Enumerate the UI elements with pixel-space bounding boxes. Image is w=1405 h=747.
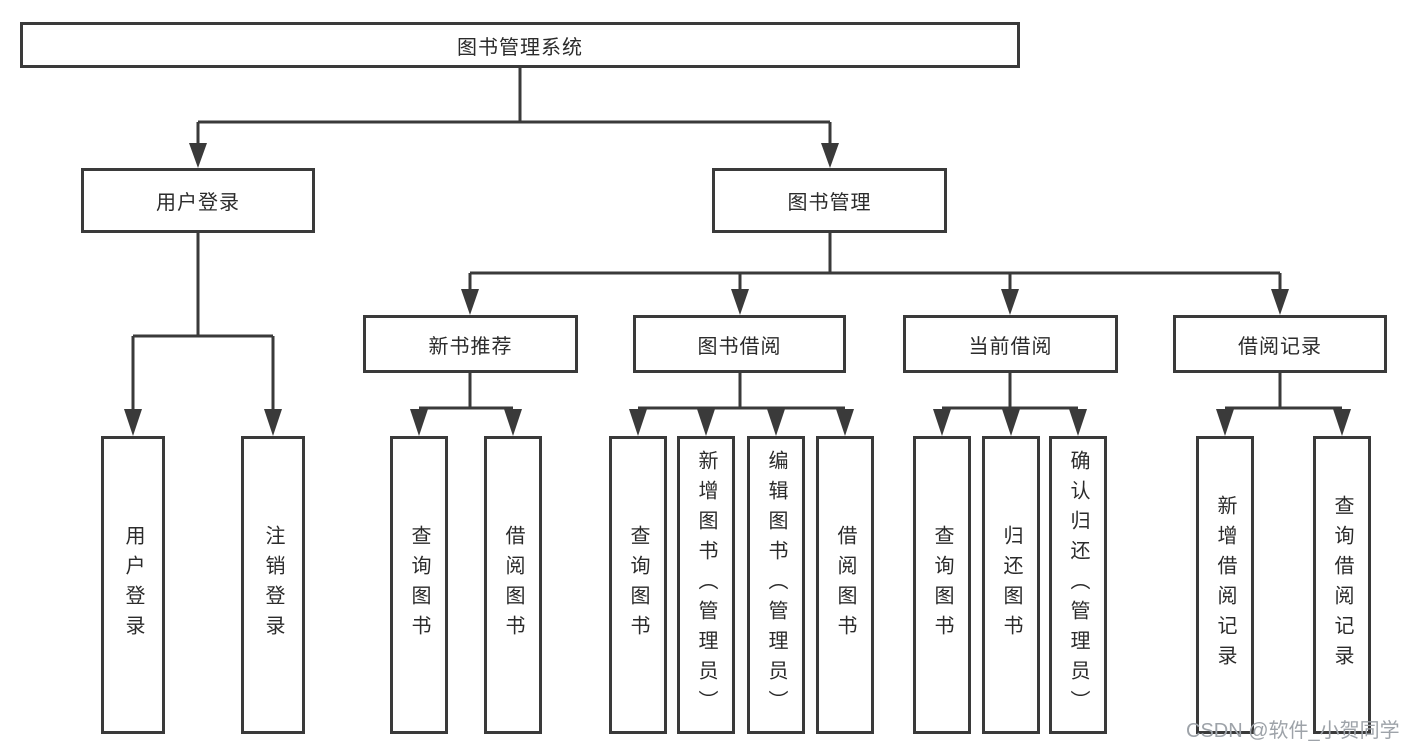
node-label: 查询借阅记录 — [1331, 495, 1353, 675]
arrowhead-down-icon — [1002, 409, 1020, 436]
connector-book-borrow-children — [629, 373, 854, 436]
arrowhead-down-icon — [124, 409, 142, 436]
node-leaf-user-login: 用户登录 — [101, 436, 165, 734]
node-label: 确认归还（管理员） — [1067, 450, 1089, 720]
arrowhead-down-icon — [461, 289, 479, 315]
node-book-borrowing: 图书借阅 — [633, 315, 846, 373]
connector-borrow-records-children — [1216, 373, 1351, 436]
arrowhead-down-icon — [1069, 409, 1087, 436]
connector-user-login-children — [124, 233, 282, 436]
node-book-management: 图书管理 — [712, 168, 947, 233]
arrowhead-down-icon — [821, 143, 839, 168]
arrowhead-down-icon — [264, 409, 282, 436]
arrowhead-down-icon — [629, 409, 647, 436]
node-leaf-query-books-borrow: 查询图书 — [609, 436, 667, 734]
node-label: 用户登录 — [156, 192, 240, 214]
arrowhead-down-icon — [933, 409, 951, 436]
node-label: 借阅图书 — [502, 525, 524, 645]
node-leaf-return-books: 归还图书 — [982, 436, 1040, 734]
arrowhead-down-icon — [767, 409, 785, 436]
node-current-borrowing: 当前借阅 — [903, 315, 1118, 373]
connector-line — [131, 233, 275, 410]
node-borrowing-records: 借阅记录 — [1173, 315, 1387, 373]
connector-book-mgmt-to-level3 — [461, 233, 1289, 315]
arrowhead-down-icon — [1271, 289, 1289, 315]
node-leaf-query-books-current: 查询图书 — [913, 436, 971, 734]
node-label: 新增借阅记录 — [1214, 495, 1236, 675]
node-system-root: 图书管理系统 — [20, 22, 1020, 68]
node-label: 查询图书 — [627, 525, 649, 645]
node-label: 图书管理 — [787, 192, 872, 214]
node-user-login: 用户登录 — [81, 168, 315, 233]
csdn-watermark: CSDN @软件_小贺同学 — [1186, 720, 1400, 742]
arrowhead-down-icon — [731, 289, 749, 315]
node-leaf-query-borrow-record: 查询借阅记录 — [1313, 436, 1371, 734]
connector-new-book-children — [410, 373, 522, 436]
connector-line — [942, 373, 1078, 410]
node-label: 借阅记录 — [1238, 335, 1322, 358]
connector-current-borrow-children — [933, 373, 1087, 436]
node-label: 注销登录 — [262, 525, 284, 645]
arrowhead-down-icon — [504, 409, 522, 436]
node-new-book-recommendation: 新书推荐 — [363, 315, 578, 373]
node-label: 图书借阅 — [697, 335, 782, 358]
arrowhead-down-icon — [697, 409, 715, 436]
node-leaf-edit-book-admin: 编辑图书（管理员） — [747, 436, 805, 734]
node-leaf-borrow-book: 借阅图书 — [816, 436, 874, 734]
node-leaf-logout: 注销登录 — [241, 436, 305, 734]
node-leaf-add-book-admin: 新增图书（管理员） — [677, 436, 735, 734]
node-label: 当前借阅 — [968, 335, 1053, 358]
node-leaf-add-borrow-record: 新增借阅记录 — [1196, 436, 1254, 734]
connector-line — [419, 373, 513, 410]
connector-line — [638, 373, 845, 410]
node-label: 归还图书 — [1000, 525, 1022, 645]
node-label: 图书管理系统 — [457, 36, 583, 59]
node-label: 用户登录 — [122, 525, 144, 645]
node-label: 查询图书 — [931, 525, 953, 645]
arrowhead-down-icon — [836, 409, 854, 436]
connector-line — [1225, 373, 1342, 410]
node-leaf-query-books-recommend: 查询图书 — [390, 436, 448, 734]
node-label: 新增图书（管理员） — [695, 450, 717, 720]
node-label: 新书推荐 — [428, 335, 513, 358]
node-leaf-borrow-books-recommend: 借阅图书 — [484, 436, 542, 734]
node-label: 编辑图书（管理员） — [765, 450, 787, 720]
arrowhead-down-icon — [189, 143, 207, 168]
arrowhead-down-icon — [1333, 409, 1351, 436]
arrowhead-down-icon — [1001, 289, 1019, 315]
connector-line — [468, 233, 1282, 290]
connector-root-to-level2 — [189, 68, 839, 168]
connector-line — [196, 68, 832, 144]
node-label: 借阅图书 — [834, 525, 856, 645]
node-leaf-confirm-return-admin: 确认归还（管理员） — [1049, 436, 1107, 734]
node-label: 查询图书 — [408, 525, 430, 645]
arrowhead-down-icon — [410, 409, 428, 436]
arrowhead-down-icon — [1216, 409, 1234, 436]
